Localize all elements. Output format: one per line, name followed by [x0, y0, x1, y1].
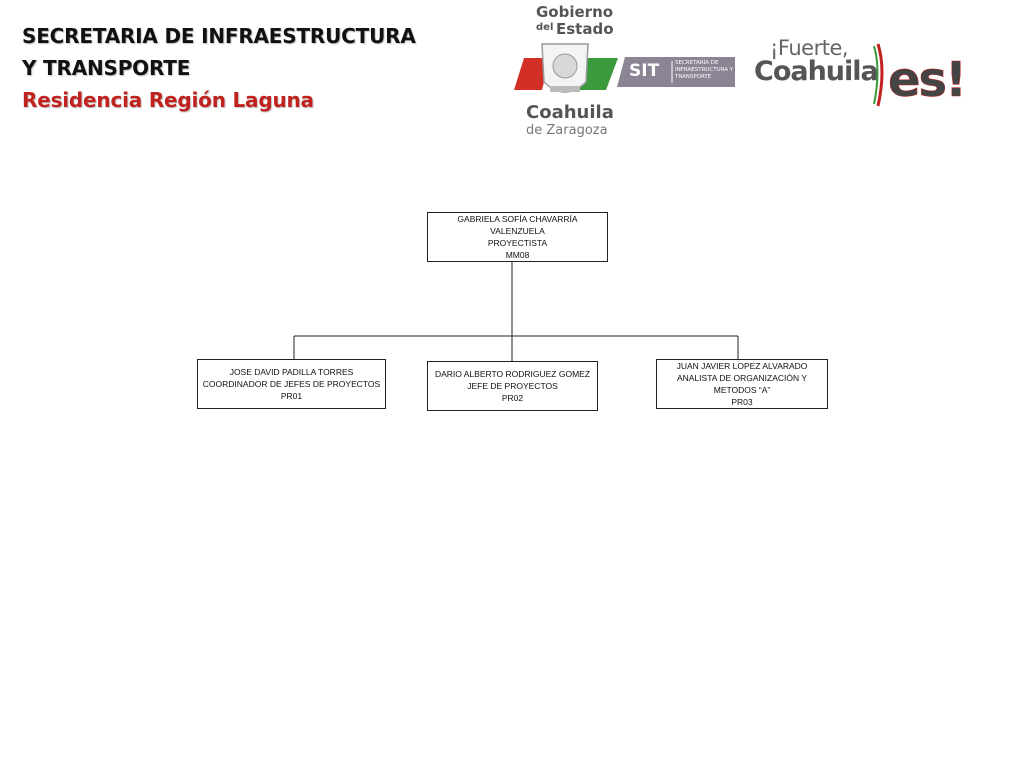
page-title: SECRETARIA DE INFRAESTRUCTURA Y TRANSPOR… — [22, 20, 416, 116]
logo-text-gobierno: Gobierno — [536, 3, 614, 21]
org-node-root: GABRIELA SOFÍA CHAVARRÍA VALENZUELA PROY… — [427, 212, 608, 262]
sit-abbr: SIT — [629, 61, 660, 81]
child-3-position-line-2: METODOS “A” — [713, 385, 771, 395]
child-3-name: JUAN JAVIER LOPEZ ALVARADO — [676, 361, 808, 371]
child-3-position-line-1: ANALISTA DE ORGANIZACIÓN Y — [676, 373, 808, 383]
sit-full-name: SECRETARÍA DE INFRAESTRUCTURA Y TRANSPOR… — [675, 60, 734, 80]
logo-text-estado: Estado — [556, 20, 614, 38]
coat-of-arms-icon — [514, 43, 618, 93]
child-1-position: COORDINADOR DE JEFES DE PROYECTOS — [202, 379, 381, 389]
fuerte-coahuila-text: Coahuila — [754, 56, 879, 87]
root-code: MM08 — [505, 250, 530, 260]
fuerte-es-text: es! — [888, 52, 965, 108]
title-line-2: Y TRANSPORTE — [22, 56, 191, 80]
logo-text-zaragoza: de Zaragoza — [526, 123, 608, 138]
es-exclamation-icon: es! — [873, 43, 967, 108]
child-2-position: JEFE DE PROYECTOS — [467, 381, 558, 391]
fuerte-text: ¡Fuerte, — [770, 36, 849, 60]
title-line-1: SECRETARIA DE INFRAESTRUCTURA — [22, 24, 416, 48]
gobierno-coahuila-logo: Gobierno del Estado Coahuila de Zaragoza — [510, 2, 620, 142]
sit-banner-icon — [617, 57, 735, 87]
sit-logo: SIT SECRETARÍA DE INFRAESTRUCTURA Y TRAN… — [617, 57, 735, 87]
fuerte-coahuila-logo: ¡Fuerte, Coahuila es! — [752, 36, 992, 116]
child-2-code: PR02 — [501, 393, 524, 403]
child-1-code: PR01 — [280, 391, 303, 401]
child-2-name: DARIO ALBERTO RODRIGUEZ GOMEZ — [434, 369, 591, 379]
org-node-child-2: DARIO ALBERTO RODRIGUEZ GOMEZ JEFE DE PR… — [427, 361, 598, 411]
org-node-child-3: JUAN JAVIER LOPEZ ALVARADO ANALISTA DE O… — [656, 359, 828, 409]
logo-text-coahuila: Coahuila — [526, 102, 614, 123]
child-1-name: JOSE DAVID PADILLA TORRES — [229, 367, 354, 377]
root-name-line-1: GABRIELA SOFÍA CHAVARRÍA — [457, 214, 578, 224]
org-node-child-1: JOSE DAVID PADILLA TORRES COORDINADOR DE… — [197, 359, 386, 409]
child-3-code: PR03 — [731, 397, 753, 407]
logo-text-del: del — [536, 22, 554, 33]
root-position: PROYECTISTA — [487, 238, 548, 248]
root-name-line-2: VALENZUELA — [490, 226, 545, 236]
page-subtitle: Residencia Región Laguna — [22, 88, 314, 112]
